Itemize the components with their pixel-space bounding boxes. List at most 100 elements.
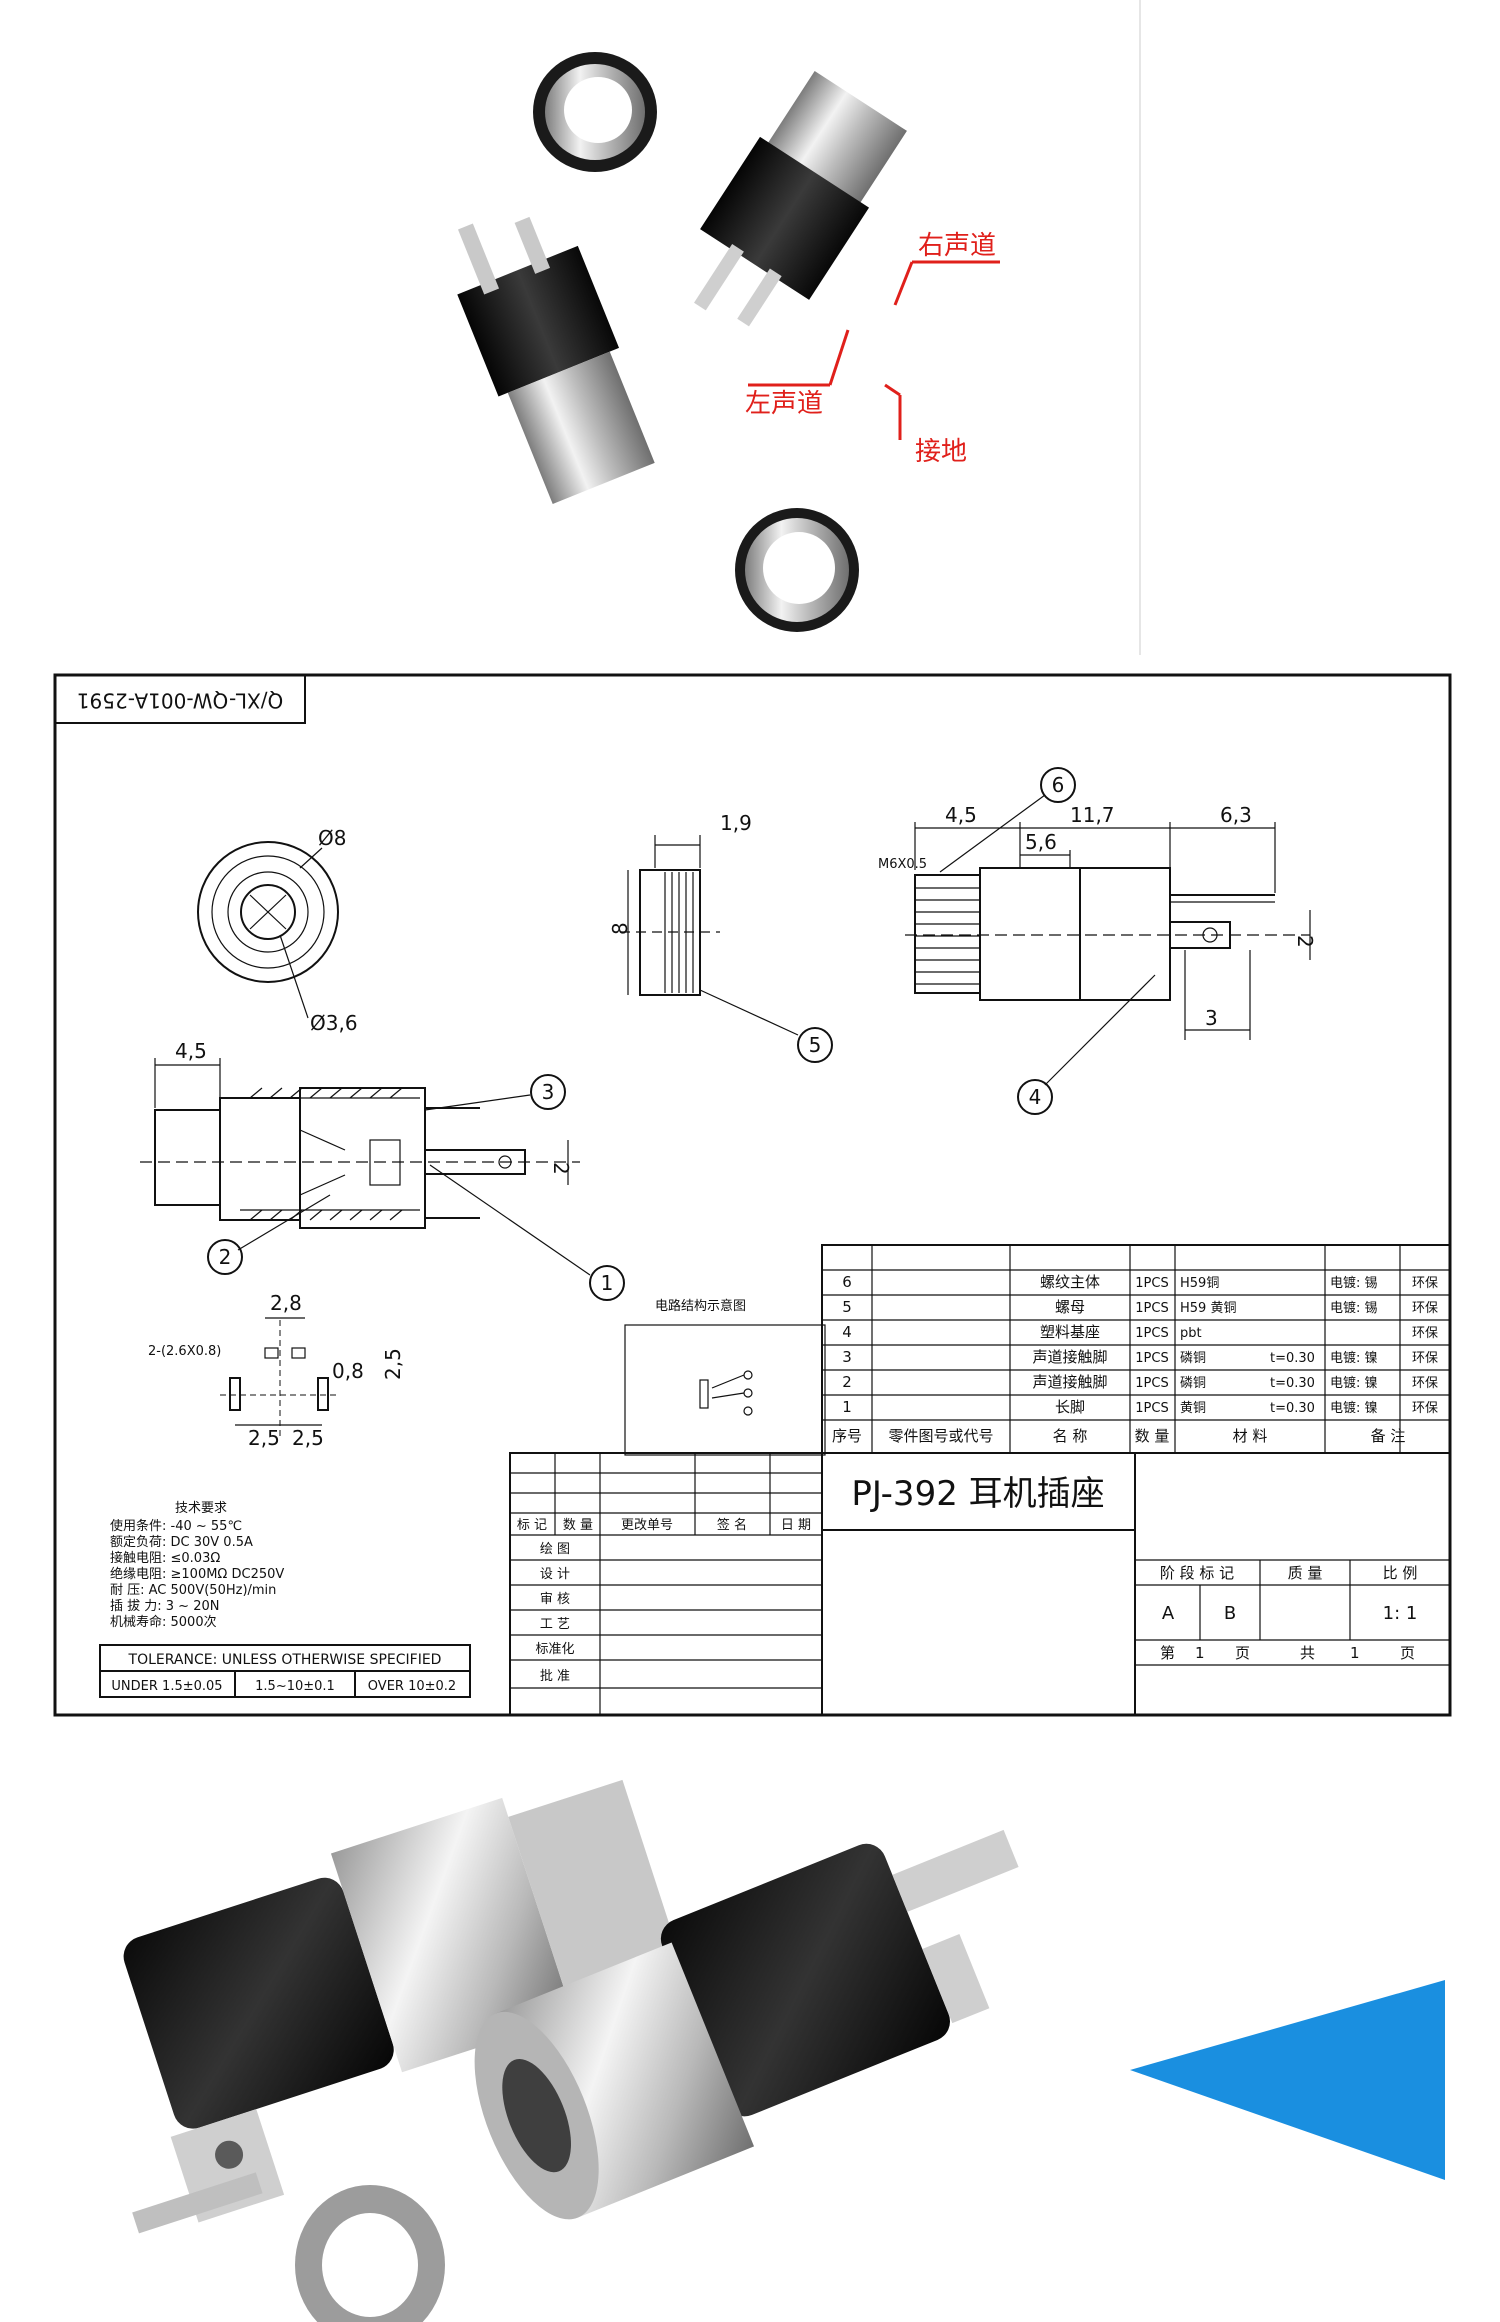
svg-text:t=0.30: t=0.30 bbox=[1270, 1351, 1315, 1366]
svg-text:螺纹主体: 螺纹主体 bbox=[1040, 1273, 1100, 1291]
svg-text:5: 5 bbox=[842, 1298, 852, 1316]
callouts: 6 5 4 3 2 1 bbox=[207, 767, 1076, 1301]
svg-text:1: 1: 1: 1 bbox=[1383, 1603, 1418, 1624]
dim-fp25a: 2,5 bbox=[248, 1426, 280, 1450]
svg-text:B: B bbox=[1224, 1603, 1236, 1624]
dim-top63: 6,3 bbox=[1220, 803, 1252, 827]
svg-text:长脚: 长脚 bbox=[1055, 1398, 1085, 1416]
svg-text:1PCS: 1PCS bbox=[1135, 1326, 1168, 1341]
svg-text:螺母: 螺母 bbox=[1055, 1298, 1085, 1316]
svg-text:1.5~10±0.1: 1.5~10±0.1 bbox=[255, 1679, 335, 1694]
jack-right bbox=[694, 71, 907, 327]
svg-text:UNDER 1.5±0.05: UNDER 1.5±0.05 bbox=[111, 1679, 222, 1694]
svg-text:更改单号: 更改单号 bbox=[621, 1518, 673, 1533]
dim-h8: 8 bbox=[608, 922, 632, 935]
svg-text:电镀: 镍: 电镀: 镍 bbox=[1330, 1375, 1378, 1391]
svg-text:6: 6 bbox=[842, 1273, 852, 1291]
pcb-footprint: 2,8 0,8 2,5 2,5 2,5 2-(2.6X0.8) bbox=[148, 1291, 405, 1450]
bom-table: 6 螺纹主体 1PCS H59铜 电镀: 锡 环保 5 螺母 1PCS H59 … bbox=[821, 1244, 1451, 1454]
product-title: PJ-392 耳机插座 bbox=[851, 1474, 1104, 1514]
nut-large bbox=[295, 2185, 445, 2322]
callout-3: 3 bbox=[542, 1080, 555, 1104]
svg-text:2: 2 bbox=[842, 1373, 852, 1391]
dim-fp28: 2,8 bbox=[270, 1291, 302, 1315]
product-photo-bottom bbox=[0, 1730, 1500, 2322]
nut-bottom bbox=[735, 508, 859, 632]
circuit-diagram bbox=[699, 1370, 753, 1416]
dim-thread: M6X0.5 bbox=[878, 857, 927, 872]
tolerance-table: TOLERANCE: UNLESS OTHERWISE SPECIFIED UN… bbox=[99, 1644, 471, 1698]
svg-text:绘 图: 绘 图 bbox=[540, 1542, 570, 1557]
callout-4: 4 bbox=[1029, 1085, 1042, 1109]
svg-text:电镀: 镍: 电镀: 镍 bbox=[1330, 1400, 1378, 1416]
dim-top45: 4,5 bbox=[945, 803, 977, 827]
svg-text:电镀: 镍: 电镀: 镍 bbox=[1330, 1350, 1378, 1366]
svg-text:磷铜: 磷铜 bbox=[1180, 1351, 1206, 1366]
svg-text:黄铜: 黄铜 bbox=[1180, 1401, 1206, 1416]
svg-text:审 核: 审 核 bbox=[540, 1592, 570, 1607]
svg-text:页: 页 bbox=[1400, 1644, 1415, 1662]
svg-text:耐 压: AC 500V(50Hz)/min: 耐 压: AC 500V(50Hz)/min bbox=[110, 1583, 276, 1598]
svg-text:环保: 环保 bbox=[1412, 1301, 1438, 1316]
tech-title: 技术要求 bbox=[175, 1501, 227, 1516]
dim-top117: 11,7 bbox=[1070, 803, 1115, 827]
svg-text:声道接触脚: 声道接触脚 bbox=[1032, 1348, 1107, 1366]
nut-top bbox=[533, 52, 657, 172]
svg-text:1: 1 bbox=[1195, 1644, 1205, 1662]
svg-text:材 料: 材 料 bbox=[1233, 1427, 1268, 1445]
jack-left-large bbox=[123, 1779, 685, 2234]
jack-right-large bbox=[474, 1829, 1019, 2220]
drawing-code: Q/XL-QW-001A-2591 bbox=[77, 689, 283, 713]
callout-5: 5 bbox=[809, 1033, 822, 1057]
svg-text:环保: 环保 bbox=[1412, 1401, 1438, 1416]
svg-text:1PCS: 1PCS bbox=[1135, 1276, 1168, 1291]
svg-text:比 例: 比 例 bbox=[1383, 1564, 1418, 1582]
svg-text:环保: 环保 bbox=[1412, 1351, 1438, 1366]
svg-text:1PCS: 1PCS bbox=[1135, 1376, 1168, 1391]
svg-text:绝缘电阻: ≥100MΩ DC250V: 绝缘电阻: ≥100MΩ DC250V bbox=[110, 1566, 284, 1582]
svg-text:第: 第 bbox=[1160, 1644, 1175, 1662]
svg-text:签 名: 签 名 bbox=[717, 1517, 747, 1533]
svg-text:环保: 环保 bbox=[1412, 1376, 1438, 1391]
svg-text:环保: 环保 bbox=[1412, 1276, 1438, 1291]
nut-side-view: 1,9 8 bbox=[608, 811, 799, 1036]
title-block: PJ-392 耳机插座 标 记 数 量 更改单号 签 名 日 期 绘 图 设 计… bbox=[509, 1452, 1451, 1716]
dim-fp-holes: 2-(2.6X0.8) bbox=[148, 1344, 221, 1359]
tech-requirements: 使用条件: -40 ~ 55℃ 额定负荷: DC 30V 0.5A 接触电阻: … bbox=[110, 1518, 284, 1630]
circuit-label: 电路结构示意图 bbox=[655, 1298, 746, 1314]
svg-text:备 注: 备 注 bbox=[1371, 1427, 1406, 1445]
svg-text:电镀: 锡: 电镀: 锡 bbox=[1330, 1300, 1378, 1316]
svg-text:1: 1 bbox=[1350, 1644, 1360, 1662]
jack-left bbox=[457, 216, 655, 505]
svg-text:OVER 10±0.2: OVER 10±0.2 bbox=[368, 1679, 456, 1694]
svg-text:标 记: 标 记 bbox=[517, 1518, 547, 1533]
top-view: 4,5 11,7 6,3 5,6 M6X0.5 2 3 bbox=[878, 794, 1317, 1086]
svg-text:机械寿命: 5000次: 机械寿命: 5000次 bbox=[110, 1614, 217, 1630]
product-photo-top: 右声道 左声道 接地 bbox=[0, 0, 1500, 660]
svg-text:3: 3 bbox=[842, 1348, 852, 1366]
dim-fp25b: 2,5 bbox=[292, 1426, 324, 1450]
dim-side45: 4,5 bbox=[175, 1039, 207, 1063]
svg-text:共: 共 bbox=[1300, 1644, 1315, 1662]
front-view: Ø8 Ø3,6 bbox=[197, 826, 358, 1035]
svg-text:页: 页 bbox=[1235, 1644, 1250, 1662]
circuit-box bbox=[624, 1324, 826, 1456]
section-view: 4,5 2 bbox=[140, 1039, 591, 1276]
svg-text:环保: 环保 bbox=[1412, 1326, 1438, 1341]
callout-6: 6 bbox=[1052, 773, 1065, 797]
svg-text:1PCS: 1PCS bbox=[1135, 1301, 1168, 1316]
svg-text:使用条件: -40 ~ 55℃: 使用条件: -40 ~ 55℃ bbox=[110, 1518, 242, 1534]
dim-top56: 5,6 bbox=[1025, 830, 1057, 854]
svg-text:数 量: 数 量 bbox=[563, 1518, 593, 1533]
technical-drawing: Q/XL-QW-001A-2591 Ø8 Ø3,6 1,9 8 bbox=[53, 673, 1452, 1717]
label-right-channel: 右声道 bbox=[918, 231, 996, 261]
dim-side2: 2 bbox=[549, 1162, 573, 1175]
svg-text:数 量: 数 量 bbox=[1135, 1427, 1170, 1445]
dim-w19: 1,9 bbox=[720, 811, 752, 835]
svg-text:t=0.30: t=0.30 bbox=[1270, 1376, 1315, 1391]
svg-text:H59铜: H59铜 bbox=[1180, 1276, 1219, 1291]
dim-pin3: 3 bbox=[1205, 1006, 1218, 1030]
svg-text:阶 段 标 记: 阶 段 标 记 bbox=[1160, 1564, 1234, 1582]
svg-text:t=0.30: t=0.30 bbox=[1270, 1401, 1315, 1416]
svg-text:批 准: 批 准 bbox=[540, 1669, 570, 1684]
